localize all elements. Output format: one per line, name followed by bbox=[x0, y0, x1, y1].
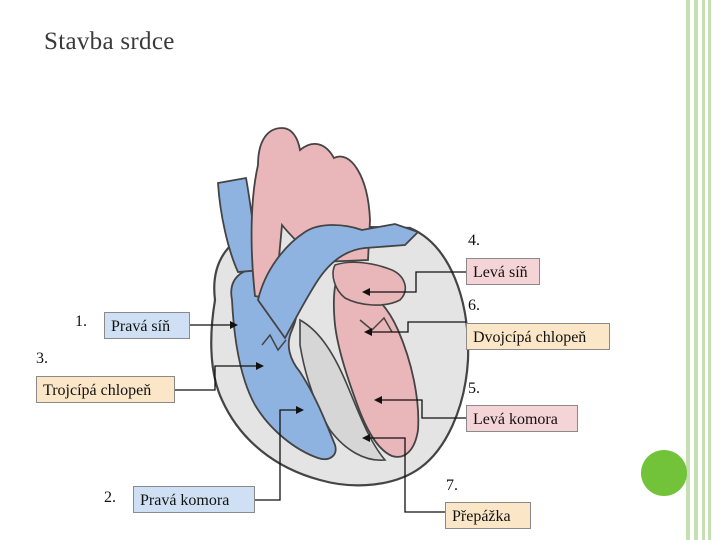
pointer-line-7 bbox=[368, 437, 445, 513]
frame-line bbox=[694, 0, 698, 540]
frame-line bbox=[702, 0, 705, 540]
label-tricuspid-valve: Trojcípá chlopeň bbox=[36, 376, 175, 403]
label-number-2: 2. bbox=[104, 489, 116, 506]
label-number-7: 7. bbox=[446, 477, 458, 494]
label-number-3: 3. bbox=[36, 350, 48, 367]
arrowhead-2 bbox=[296, 406, 304, 414]
pointer-line-5 bbox=[380, 399, 466, 419]
pointer-line-2 bbox=[255, 409, 298, 501]
label-mitral-valve: Dvojcípá chlopeň bbox=[466, 323, 610, 350]
label-number-5: 5. bbox=[468, 380, 480, 397]
arrowhead-1 bbox=[230, 321, 238, 329]
pointer-line-6 bbox=[370, 321, 466, 333]
arrowhead-3 bbox=[256, 362, 264, 370]
pointer-line-4 bbox=[368, 271, 466, 293]
label-left-ventricle: Levá komora bbox=[466, 405, 578, 432]
slide-title: Stavba srdce bbox=[44, 28, 175, 55]
decorative-green-circle bbox=[641, 450, 687, 496]
arrowhead-6 bbox=[364, 328, 372, 336]
label-number-6: 6. bbox=[468, 297, 480, 314]
label-septum: Přepážka bbox=[445, 502, 531, 529]
frame-line bbox=[686, 0, 690, 540]
arrowhead-4 bbox=[362, 288, 370, 296]
label-right-atrium: Pravá síň bbox=[104, 312, 190, 339]
mitral-valve bbox=[359, 316, 393, 333]
label-number-1: 1. bbox=[75, 313, 87, 330]
left-ventricle-chamber bbox=[332, 273, 420, 458]
label-left-atrium: Levá síň bbox=[466, 258, 540, 285]
left-atrium bbox=[332, 261, 407, 306]
pulmonary-artery bbox=[257, 223, 420, 340]
frame-line bbox=[708, 0, 711, 540]
slide-left-margin bbox=[0, 0, 24, 540]
label-right-ventricle: Pravá komora bbox=[133, 486, 255, 513]
label-number-4: 4. bbox=[468, 232, 480, 249]
tricuspid-valve bbox=[261, 333, 287, 352]
pointer-line-3 bbox=[175, 365, 258, 391]
arrowhead-7 bbox=[362, 434, 370, 442]
arrowhead-5 bbox=[374, 396, 382, 404]
